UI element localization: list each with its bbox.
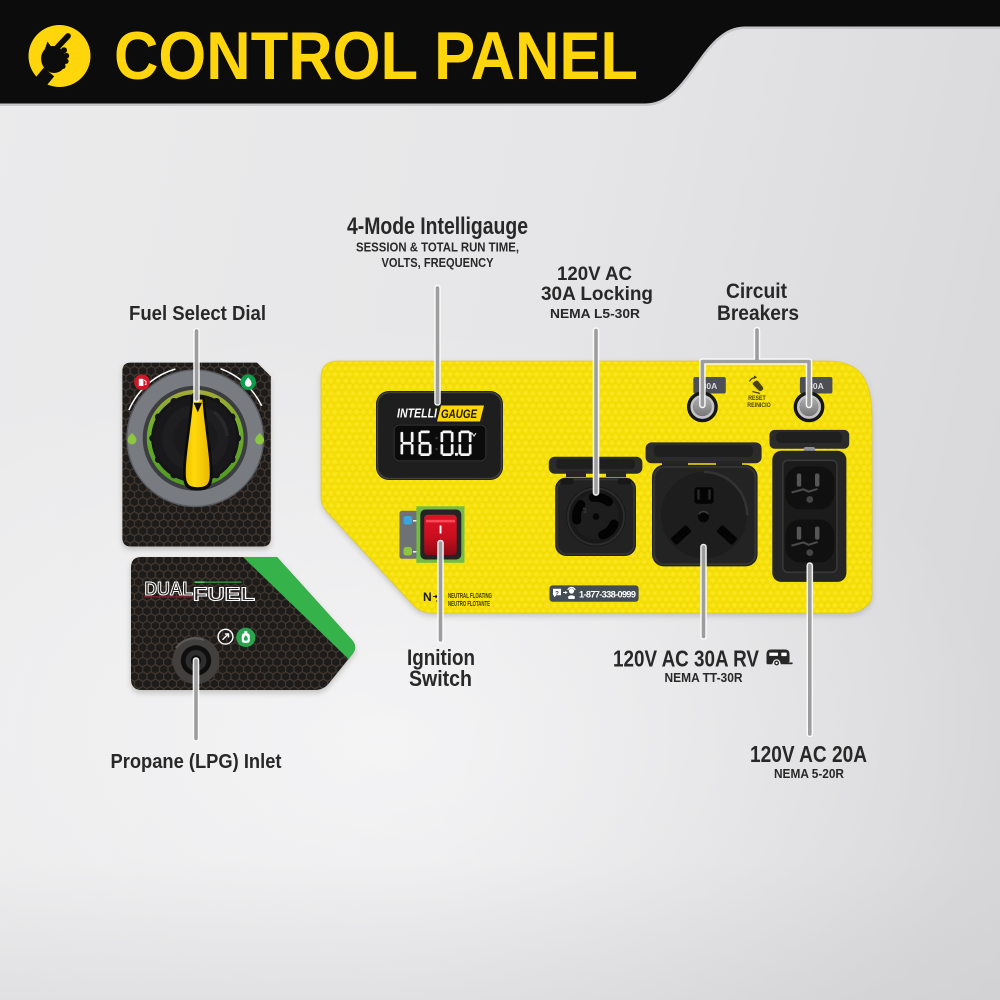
svg-text:120V AC 30A RV: 120V AC 30A RV bbox=[613, 645, 759, 671]
svg-text:Ignition: Ignition bbox=[407, 645, 475, 670]
svg-text:30A: 30A bbox=[702, 381, 718, 391]
svg-text:?: ? bbox=[555, 591, 559, 597]
svg-text:SESSION & TOTAL RUN TIME,: SESSION & TOTAL RUN TIME, bbox=[356, 240, 519, 255]
svg-text:DUAL: DUAL bbox=[145, 578, 194, 599]
svg-text:INTELLI: INTELLI bbox=[397, 407, 437, 421]
svg-text:30A Locking: 30A Locking bbox=[541, 283, 653, 305]
svg-text:Propane (LPG) Inlet: Propane (LPG) Inlet bbox=[111, 750, 282, 773]
svg-text:4-Mode Intelligauge: 4-Mode Intelligauge bbox=[347, 213, 528, 240]
svg-text:N: N bbox=[423, 590, 432, 604]
svg-text:NEMA 5-20R: NEMA 5-20R bbox=[774, 766, 845, 781]
svg-text:Breakers: Breakers bbox=[717, 301, 799, 325]
svg-text:NEUTRAL FLOATING: NEUTRAL FLOATING bbox=[448, 593, 492, 600]
svg-text:NEUTRO FLOTANTE: NEUTRO FLOTANTE bbox=[448, 601, 490, 608]
svg-text:FUEL: FUEL bbox=[193, 584, 255, 605]
svg-text:30A: 30A bbox=[808, 381, 824, 391]
svg-text:CONTROL PANEL: CONTROL PANEL bbox=[114, 18, 638, 94]
svg-text:1-877-338-0999: 1-877-338-0999 bbox=[579, 590, 636, 600]
svg-text:120V AC 20A: 120V AC 20A bbox=[750, 741, 867, 767]
svg-text:NEMA L5-30R: NEMA L5-30R bbox=[550, 306, 641, 321]
svg-text:120V AC: 120V AC bbox=[557, 263, 632, 285]
svg-text:REINICIO: REINICIO bbox=[747, 403, 771, 409]
svg-text:GAUGE: GAUGE bbox=[441, 409, 477, 421]
svg-text:Switch: Switch bbox=[409, 666, 472, 691]
svg-text:RESET: RESET bbox=[748, 396, 766, 402]
svg-text:Circuit: Circuit bbox=[726, 279, 787, 303]
svg-text:Fuel Select Dial: Fuel Select Dial bbox=[129, 302, 266, 325]
svg-text:NEMA TT-30R: NEMA TT-30R bbox=[665, 670, 744, 685]
svg-text:VOLTS, FREQUENCY: VOLTS, FREQUENCY bbox=[382, 255, 494, 270]
